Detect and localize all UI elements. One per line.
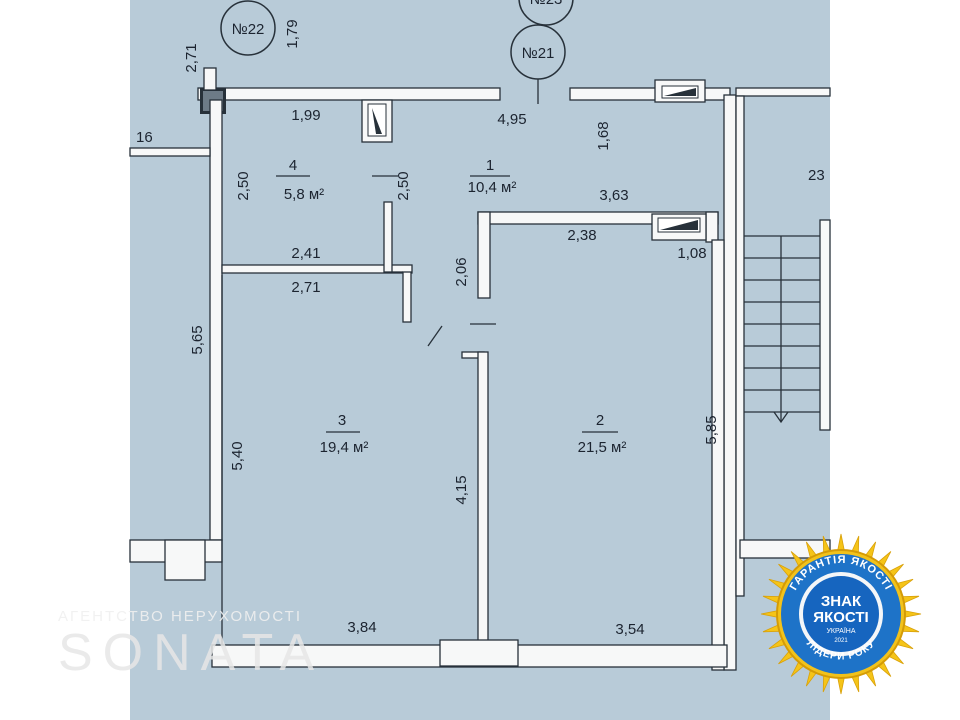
dim-2-50-mid: 2,50 — [395, 171, 412, 200]
dim-2-38: 2,38 — [567, 227, 596, 244]
svg-text:3: 3 — [338, 412, 346, 429]
agency-name: SONATA — [58, 624, 325, 682]
staircase — [744, 235, 820, 424]
dim-2-50-left: 2,50 — [235, 171, 252, 200]
top-wall-right — [569, 87, 731, 101]
dim-3-84: 3,84 — [347, 619, 376, 636]
dim-1-79: 1,79 — [284, 19, 301, 48]
svg-text:1: 1 — [486, 157, 494, 174]
dim-4-15: 4,15 — [453, 475, 470, 504]
quality-seal: ГАРАНТІЯ ЯКОСТІ ЛІДЕРИ РОКУ ЗНАК ЯКОСТІ … — [760, 533, 922, 695]
dim-5-85: 5,85 — [703, 415, 720, 444]
seal-year: 2021 — [834, 638, 848, 644]
left-wall — [209, 99, 223, 541]
seal-center-2: ЯКОСТІ — [813, 609, 868, 626]
top-wall-left — [197, 87, 501, 101]
room-3-label: 3 19,4 м² — [320, 412, 369, 456]
dim-2-41: 2,41 — [291, 245, 320, 262]
dim-1-99: 1,99 — [291, 107, 320, 124]
apartment-marker-21: №21 — [510, 24, 566, 104]
dim-5-65: 5,65 — [189, 325, 206, 354]
dim-2-06: 2,06 — [453, 257, 470, 286]
svg-text:№22: №22 — [232, 21, 265, 38]
svg-text:5,8 м²: 5,8 м² — [284, 186, 324, 203]
dim-1-08: 1,08 — [677, 245, 706, 262]
svg-text:10,4 м²: 10,4 м² — [468, 179, 517, 196]
svg-text:4: 4 — [289, 157, 297, 174]
apartment-marker-22: №22 — [220, 0, 276, 56]
dim-3-63: 3,63 — [599, 187, 628, 204]
apartment-marker-23: №23 — [518, 0, 574, 26]
dim-2-71-mid: 2,71 — [291, 279, 320, 296]
dim-4-95: 4,95 — [497, 111, 526, 128]
svg-text:№23: №23 — [530, 0, 563, 8]
room-1-label: 1 10,4 м² — [468, 157, 517, 196]
agency-watermark: АГЕНТСТВО НЕРУХОМОСТІ SONATA — [58, 608, 324, 679]
seal-country: УКРАЇНА — [826, 627, 855, 635]
dim-5-40: 5,40 — [229, 441, 246, 470]
dim-1-68: 1,68 — [595, 121, 612, 150]
dim-16: 16 — [136, 129, 153, 146]
center-partition — [477, 351, 489, 643]
dim-2-71-top: 2,71 — [183, 43, 200, 72]
right-wall — [723, 94, 737, 671]
agency-subtitle: АГЕНТСТВО НЕРУХОМОСТІ — [58, 608, 303, 625]
room-2-label: 2 21,5 м² — [578, 412, 627, 456]
room4-bottom-wall — [221, 264, 413, 274]
seal-center-1: ЗНАК — [821, 593, 862, 610]
room-4-area-label: 4 5,8 м² — [276, 157, 324, 203]
svg-text:19,4 м²: 19,4 м² — [320, 439, 369, 456]
dim-3-54: 3,54 — [615, 621, 644, 638]
svg-text:2: 2 — [596, 412, 604, 429]
svg-text:№21: №21 — [522, 45, 555, 62]
neighbour-room-label: 23 — [808, 167, 825, 184]
svg-text:21,5 м²: 21,5 м² — [578, 439, 627, 456]
